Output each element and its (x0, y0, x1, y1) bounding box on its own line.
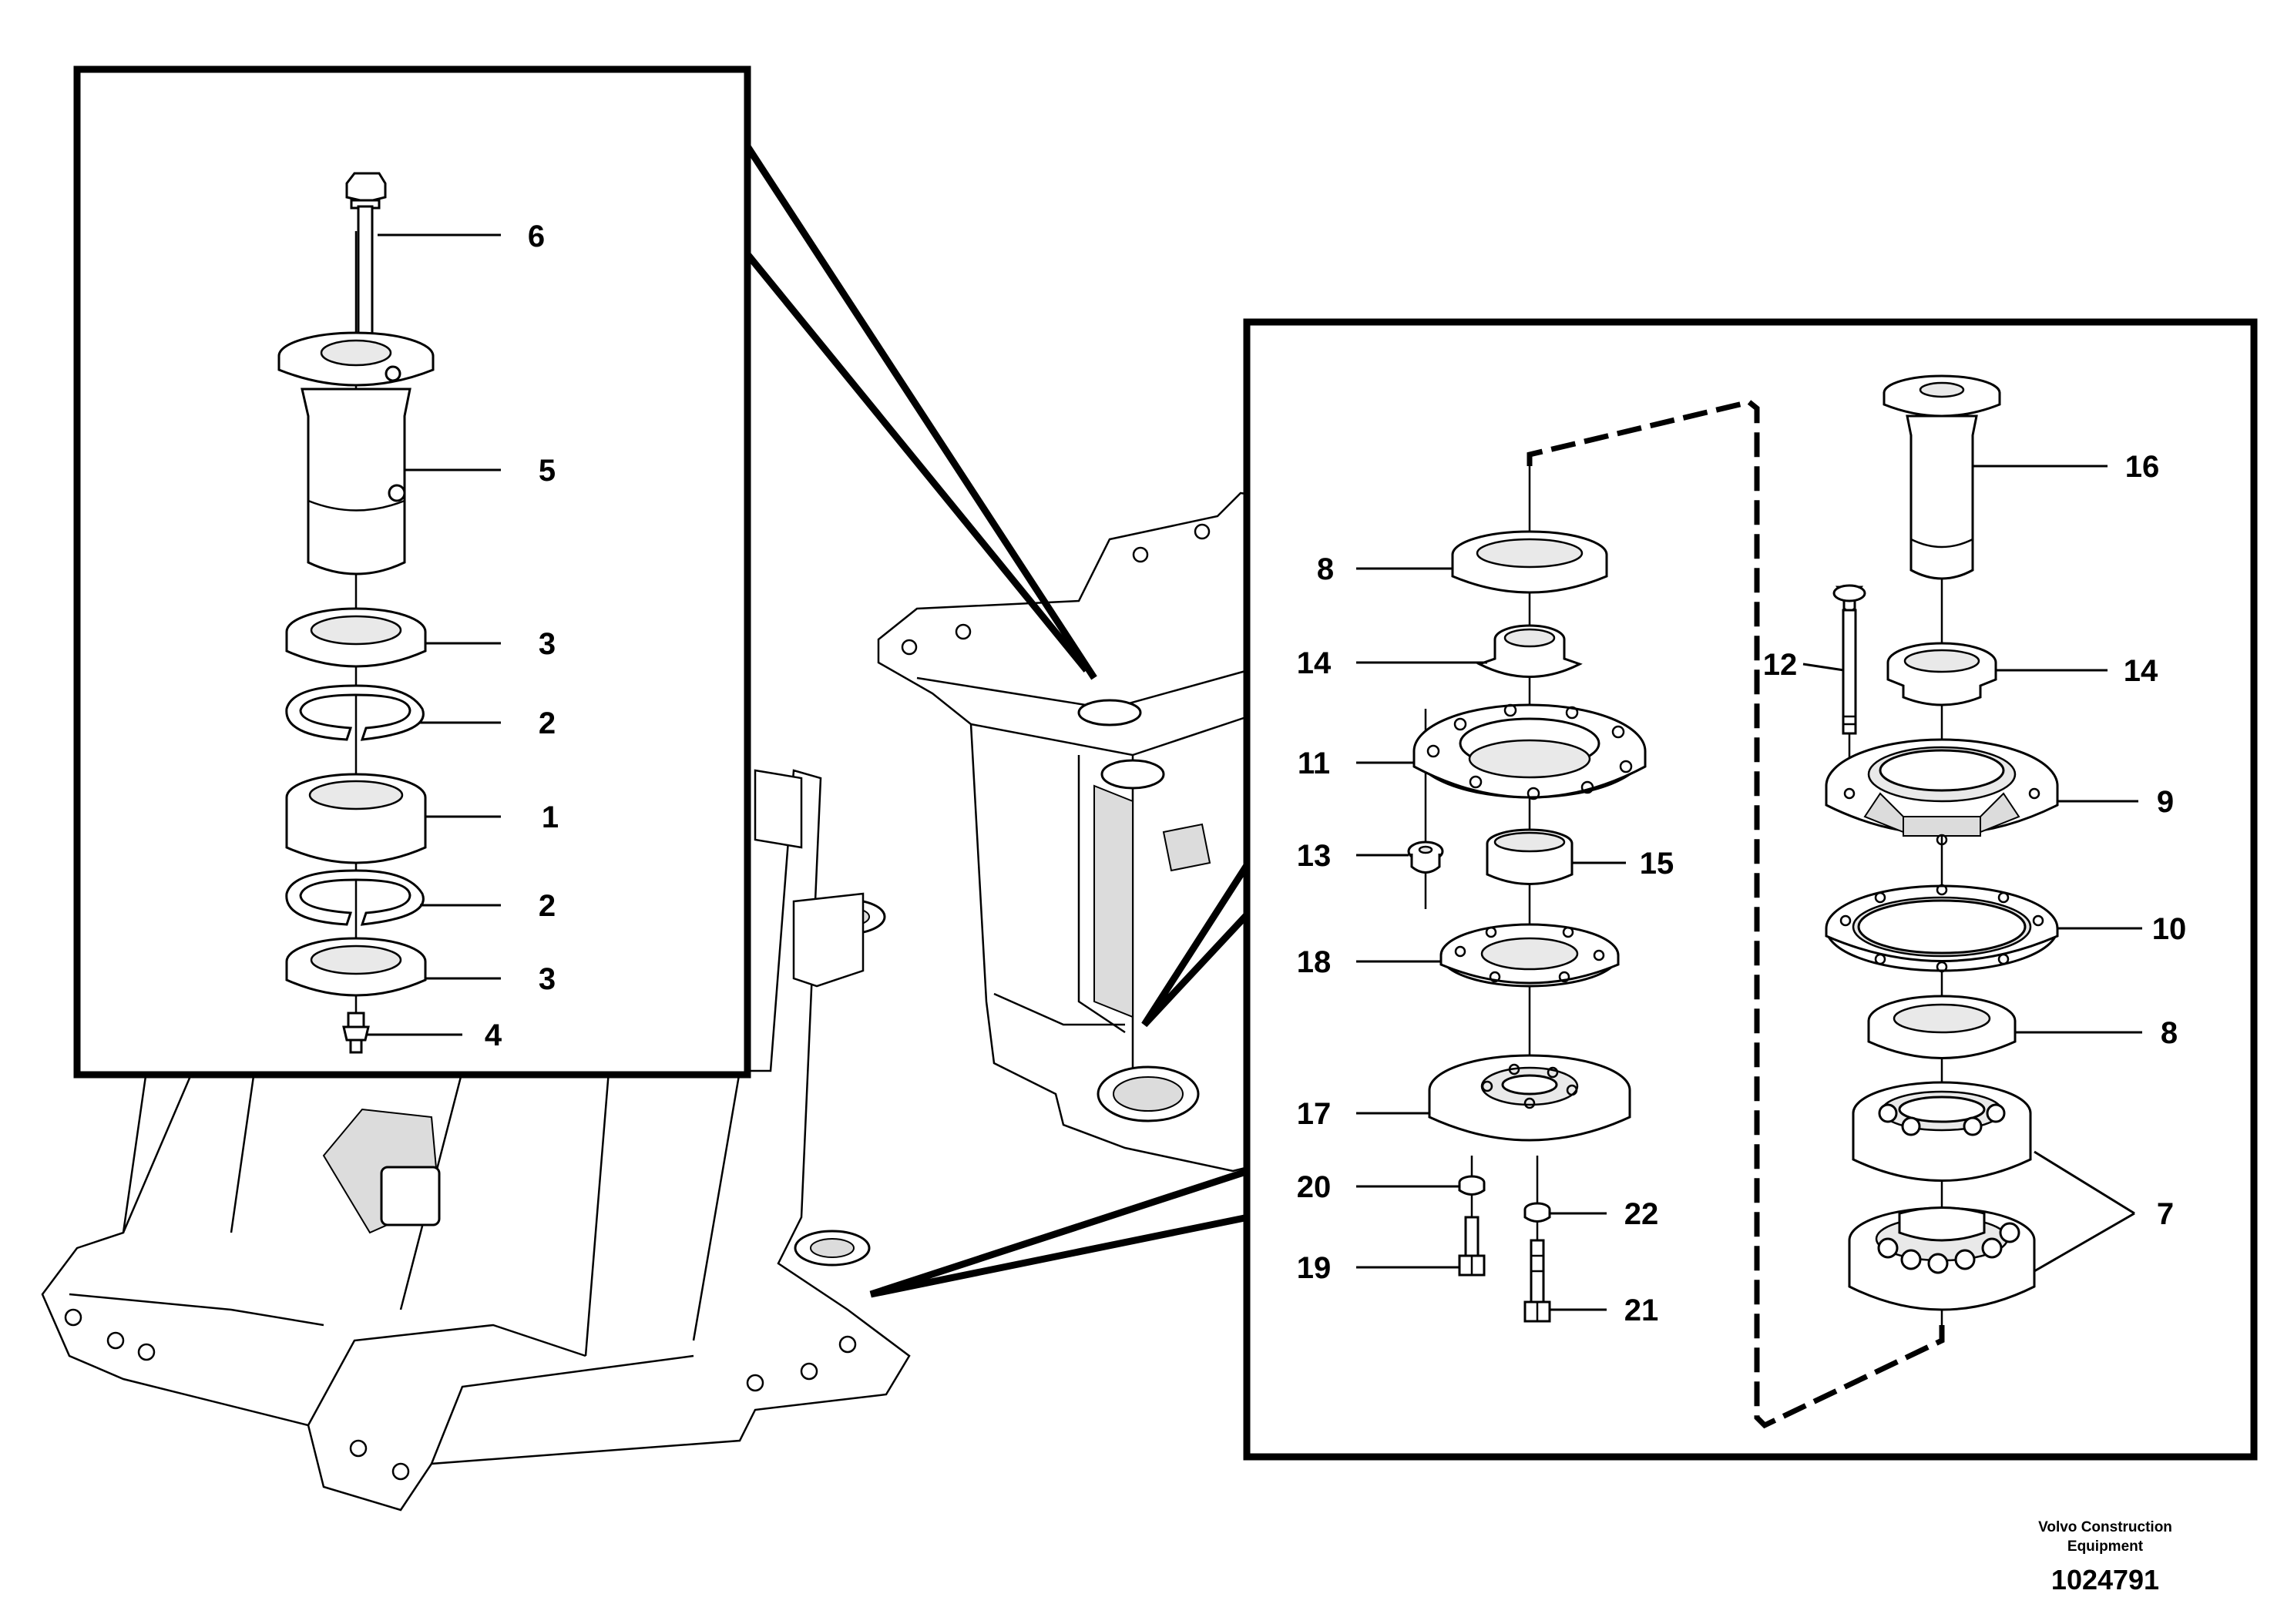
callout-8: 8 (1317, 552, 1334, 586)
part-10-ring (1825, 884, 2059, 973)
rear-frame-chassis (41, 769, 911, 1512)
part-19-bolt (1458, 1216, 1486, 1277)
part-16-pin (1883, 374, 2001, 580)
right-detail-view: 8 14 11 13 15 18 17 20 22 19 21 16 12 14… (869, 318, 2258, 1461)
callout-4: 4 (485, 1018, 502, 1052)
part-14-bushing-right (1886, 642, 1997, 706)
part-4-grease-nipple (342, 1012, 370, 1054)
front-frame-chassis (877, 492, 1296, 1173)
part-22-washer (1523, 1202, 1551, 1223)
callout-6: 6 (528, 220, 545, 253)
callout-13: 13 (1297, 839, 1332, 873)
left-detail-view: 6 5 3 2 1 2 3 4 (73, 65, 1097, 1079)
part-17-cap (1428, 1054, 1631, 1142)
part-3-upper-spacer (285, 607, 427, 668)
part-3-lower-spacer (285, 937, 427, 997)
part-20-washer (1458, 1175, 1486, 1196)
part-7-upper-roller-bearing (1852, 1081, 2032, 1182)
callout-12: 12 (1763, 648, 1798, 682)
drawing-number: 1024791 (2050, 1564, 2160, 1595)
drawing-footer: Volvo Construction Equipment 1024791 (2032, 1518, 2178, 1596)
callout-18: 18 (1297, 945, 1332, 979)
part-1-bearing (285, 773, 427, 864)
callout-17: 17 (1297, 1097, 1332, 1131)
callout-10: 10 (2152, 912, 2187, 946)
callout-2: 2 (539, 889, 556, 923)
part-9-housing (1825, 738, 2059, 846)
part-2-upper-circlip (285, 684, 425, 741)
callout-14: 14 (2124, 654, 2158, 688)
callout-9: 9 (2157, 785, 2174, 819)
part-13-nut (1407, 841, 1444, 874)
brand-label: Volvo Construction Equipment (2038, 1519, 2172, 1555)
callout-15: 15 (1640, 847, 1674, 881)
callout-11: 11 (1298, 747, 1330, 780)
part-15-sleeve (1486, 828, 1574, 885)
part-18-plate (1439, 923, 1620, 988)
callout-22: 22 (1624, 1197, 1659, 1231)
callout-20: 20 (1297, 1170, 1332, 1204)
callout-1: 1 (542, 800, 559, 834)
callout-8: 8 (2161, 1016, 2178, 1050)
callout-19: 19 (1297, 1251, 1332, 1285)
part-5-pin (277, 331, 435, 575)
callout-5: 5 (539, 454, 556, 488)
part-8-seal-right (1867, 995, 2017, 1059)
part-2-lower-circlip (285, 869, 425, 926)
callout-21: 21 (1624, 1293, 1659, 1327)
part-7-lower-roller-bearing (1848, 1206, 2036, 1311)
callout-3: 3 (539, 627, 556, 661)
callout-16: 16 (2125, 450, 2160, 484)
callout-7: 7 (2157, 1197, 2174, 1231)
part-11-housing (1412, 703, 1647, 800)
callout-3: 3 (539, 962, 556, 996)
part-14-bushing-left (1476, 624, 1583, 678)
callout-14: 14 (1297, 646, 1332, 680)
part-21-bolt (1523, 1239, 1551, 1323)
part-8-seal-left (1451, 530, 1608, 594)
callout-2: 2 (539, 706, 556, 740)
part-12-bolt (1832, 584, 1866, 735)
